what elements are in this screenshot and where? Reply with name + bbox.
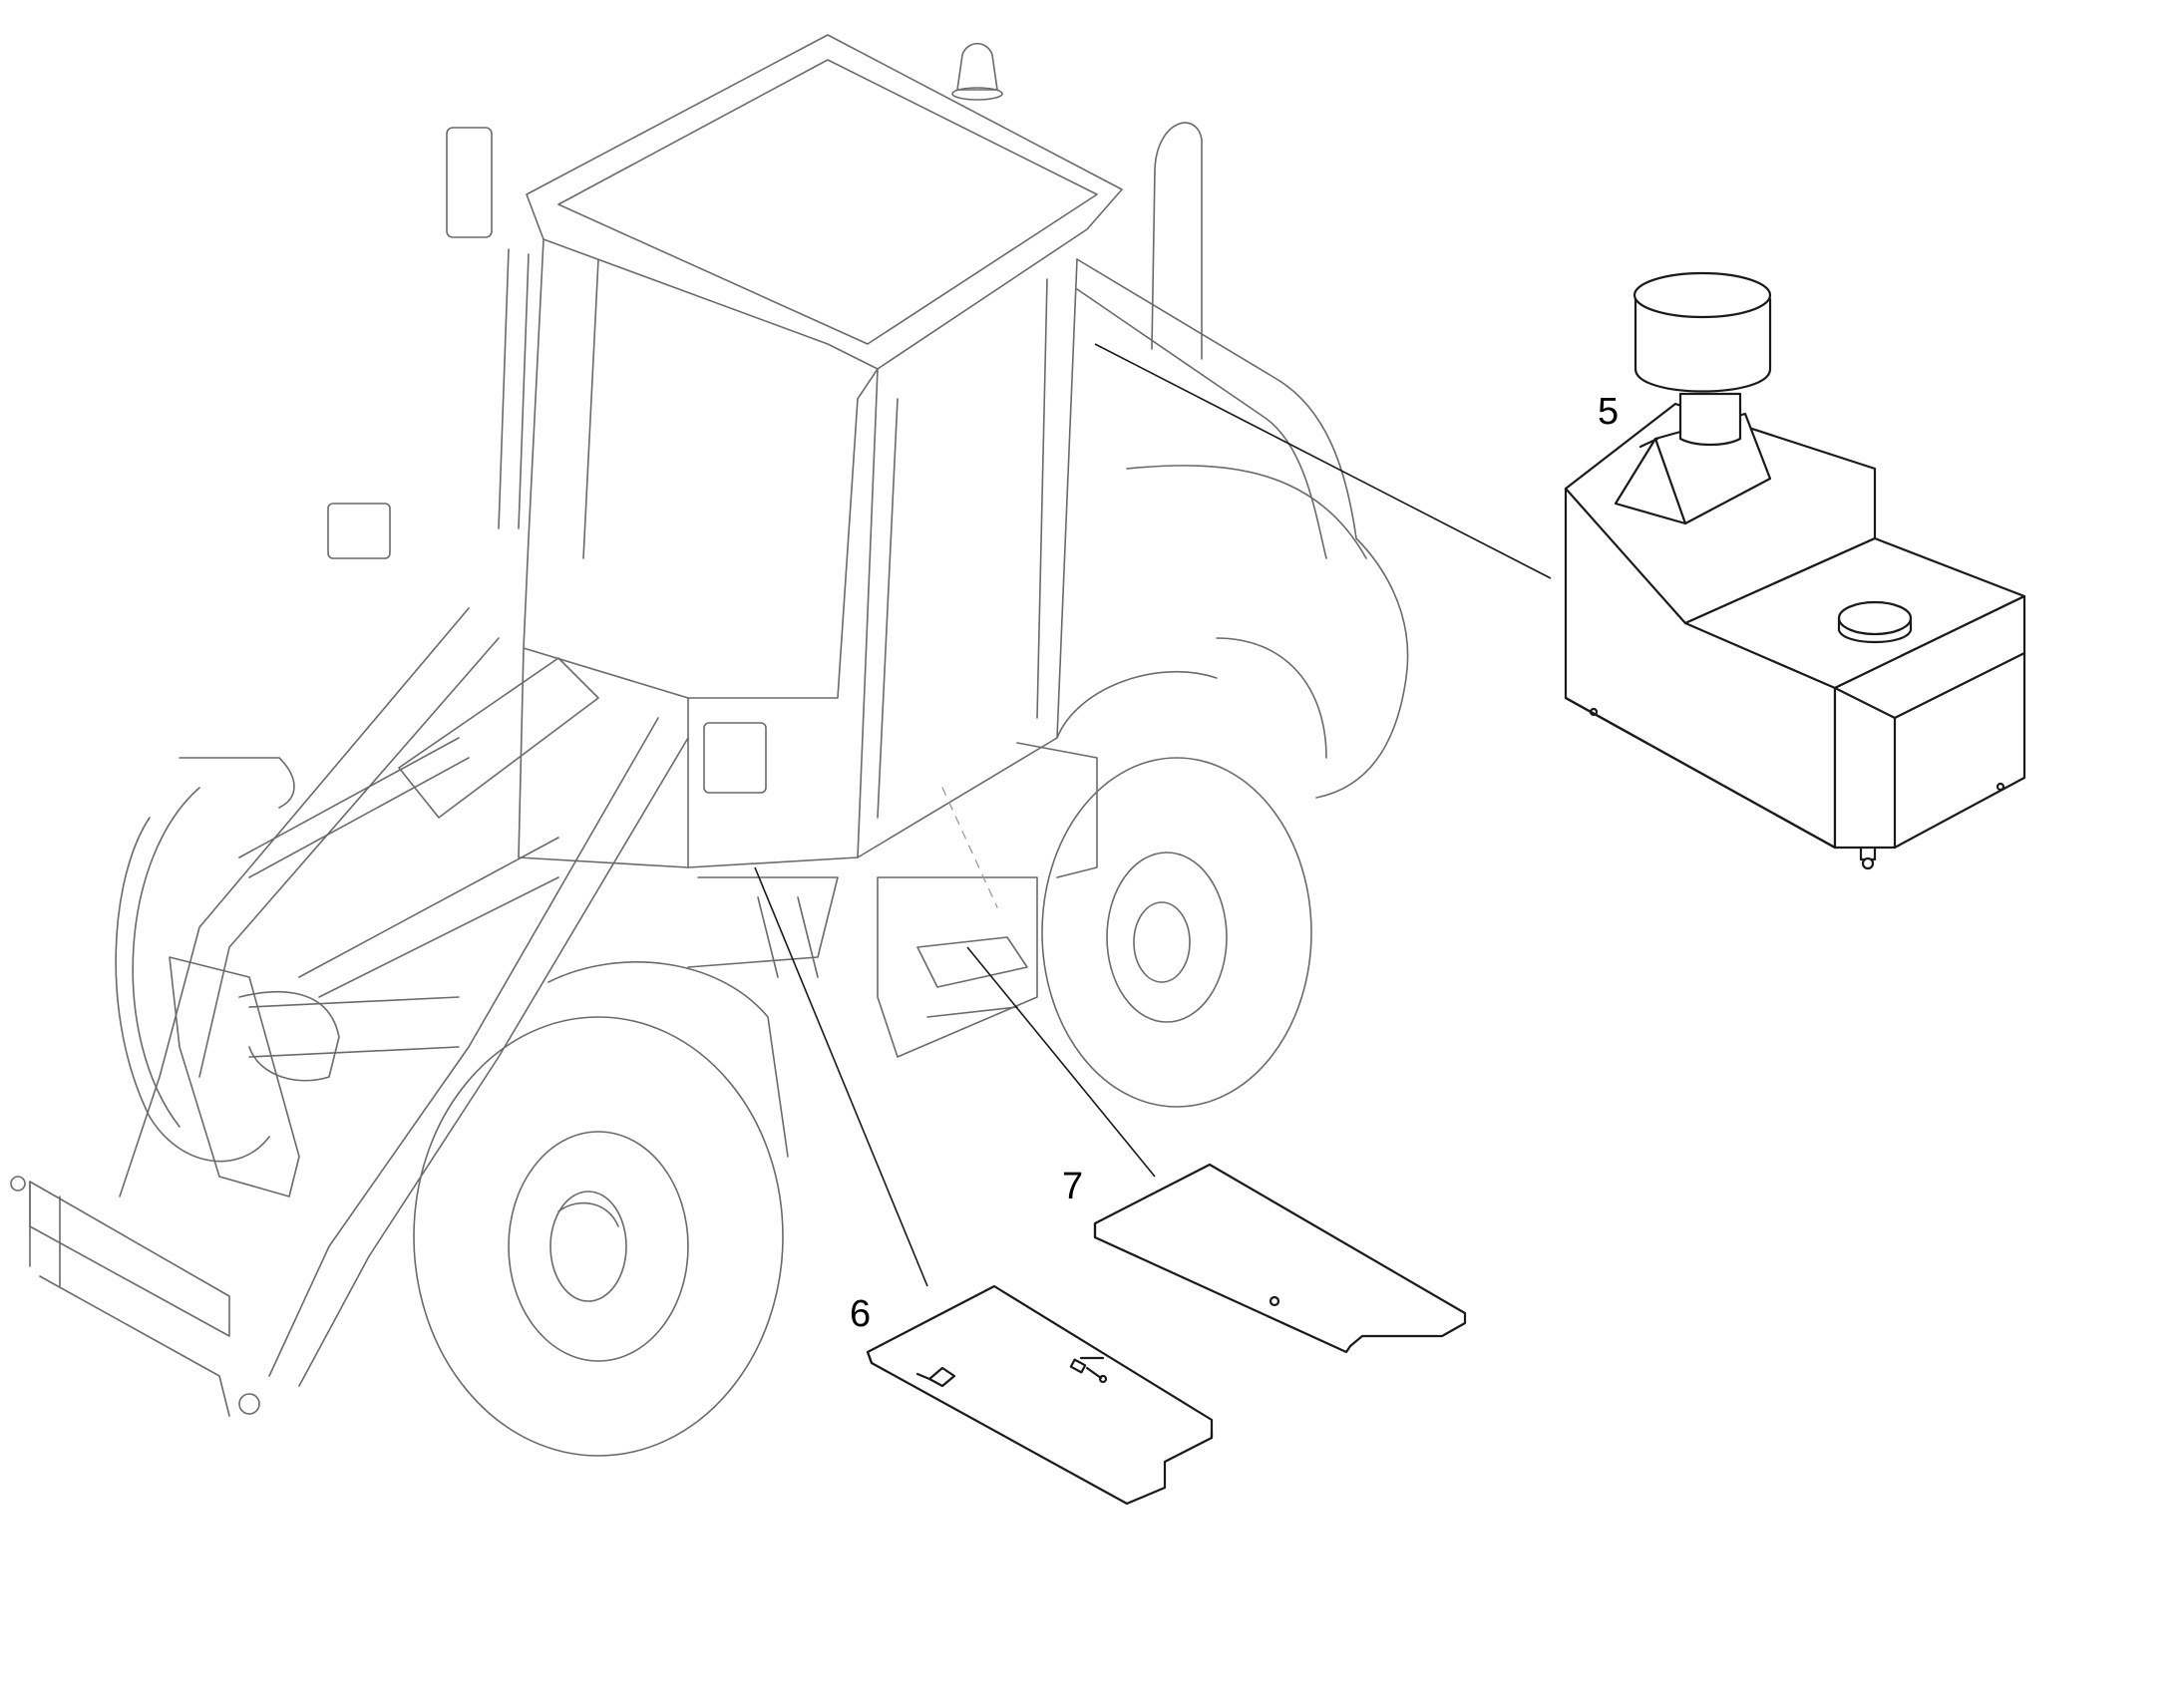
callout-7: 7 [1062,1166,1083,1207]
leader-lines [754,343,1552,1287]
part-7-floor-mat [1093,1163,1467,1354]
leader-line-7 [966,946,1156,1178]
callout-5: 5 [1598,391,1619,433]
wheel-loader-illustration [10,34,1409,1457]
callouts: 5 6 7 [850,391,1619,1335]
leader-line-7-dashed [941,787,998,908]
front-wheel [413,1016,784,1457]
engine-hood [1056,258,1409,799]
part-5-tank [1564,271,2026,870]
part-6-floor-mat [866,1284,1214,1506]
loader-arms [10,607,1098,1417]
rear-left-wheel [115,787,270,1163]
leader-line-5 [1094,343,1552,579]
cab [327,34,1203,868]
callout-6: 6 [850,1293,871,1335]
rear-wheel [1041,757,1312,1108]
leader-line-6 [754,866,928,1287]
